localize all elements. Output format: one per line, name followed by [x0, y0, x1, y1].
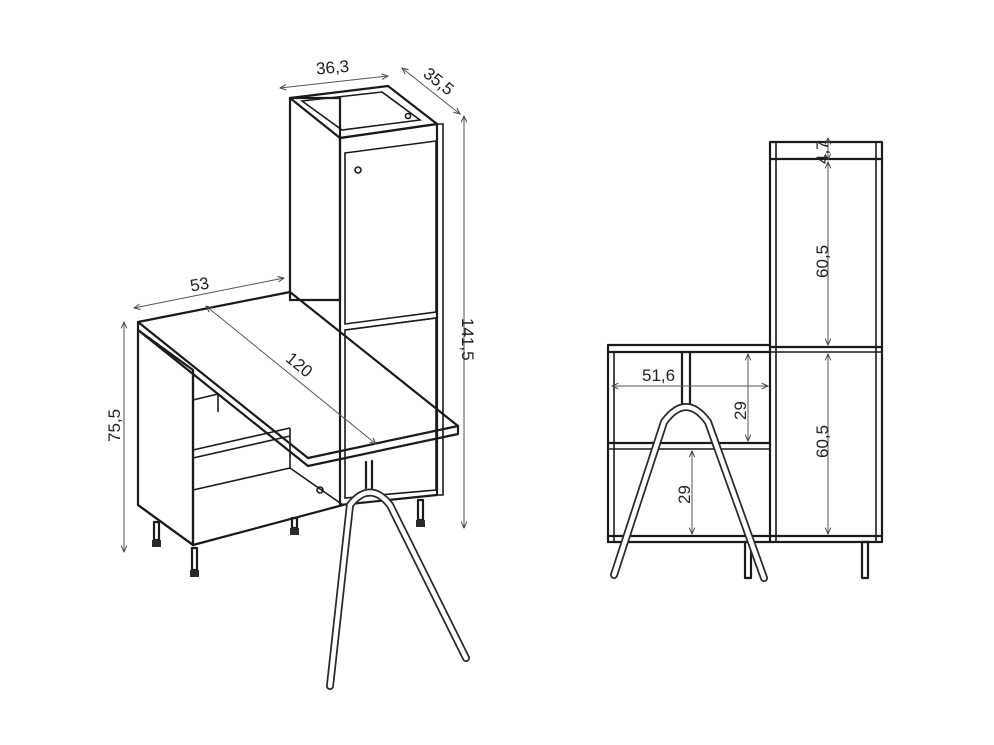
label-upper-compartment: 60,5 — [813, 245, 832, 278]
front-dimensions — [612, 138, 828, 534]
label-cabinet-depth: 35,5 — [420, 64, 458, 99]
label-total-height: 141,5 — [458, 318, 477, 361]
label-inner-width: 51,6 — [642, 366, 675, 385]
front-metal-leg — [610, 350, 768, 582]
label-desk-height: 75,5 — [105, 409, 124, 442]
label-desk-depth: 53 — [189, 274, 211, 296]
front-tall-unit — [768, 140, 884, 580]
desk-top — [136, 290, 460, 468]
label-lower-compartment: 60,5 — [813, 425, 832, 458]
perspective-dimensions — [124, 68, 464, 552]
desk-metal-leg — [326, 459, 470, 690]
label-upper-shelf-gap: 29 — [731, 401, 750, 420]
perspective-view: 36,3 35,5 141,5 53 120 75,5 — [105, 57, 477, 690]
cabinet-feet — [152, 498, 425, 577]
label-cabinet-width: 36,3 — [315, 57, 350, 79]
front-view: 4,7 60,5 60,5 51,6 29 29 — [606, 138, 884, 582]
label-desk-length: 120 — [282, 349, 316, 382]
label-top-gap: 4,7 — [813, 140, 832, 164]
front-low-unit — [606, 343, 772, 580]
label-lower-shelf-gap: 29 — [675, 485, 694, 504]
